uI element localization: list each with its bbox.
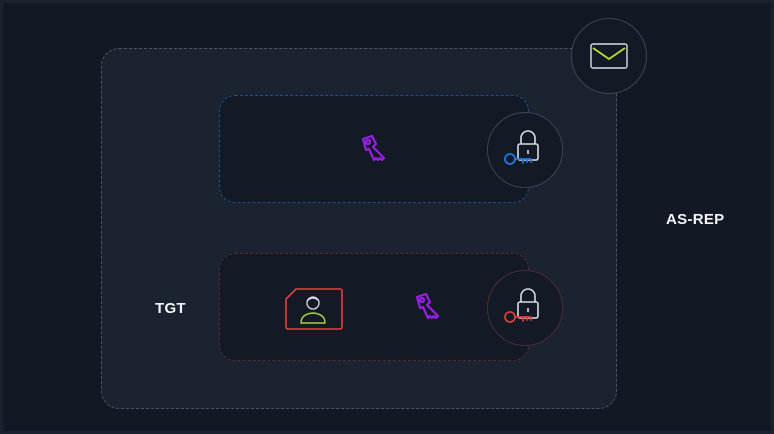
lock-with-key-icon — [504, 130, 539, 165]
lock-badge-blue — [487, 112, 563, 188]
key-icon — [415, 292, 440, 320]
envelope-badge — [571, 18, 647, 94]
user-id-card-icon — [285, 288, 343, 330]
tgt-label: TGT — [155, 300, 186, 317]
lock-badge-red — [487, 270, 563, 346]
key-icon — [361, 134, 386, 162]
envelope-icon — [590, 43, 628, 69]
tgt-section — [219, 253, 529, 361]
lock-with-key-icon — [504, 288, 539, 323]
as-rep-label: AS-REP — [666, 211, 725, 228]
